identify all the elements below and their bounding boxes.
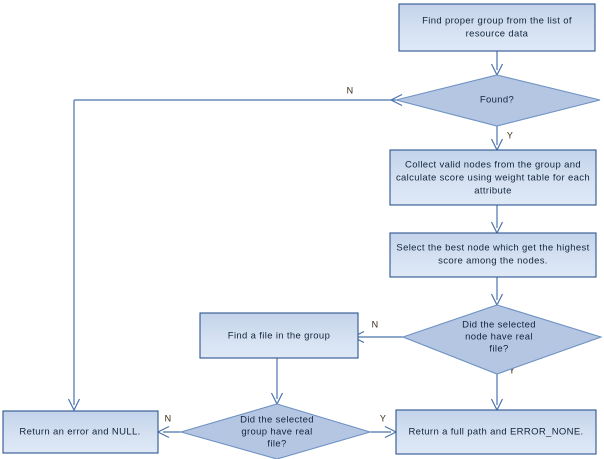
node-node-has-real-file-line3: file? xyxy=(489,344,508,355)
edge-label-found-no: N xyxy=(347,85,354,95)
node-select-best-node-line2: score among the nodes. xyxy=(438,256,548,267)
connector-collect-to-select xyxy=(490,205,504,235)
connector-groupdecision-yes-to-returnpath xyxy=(370,425,398,439)
node-return-full-path-shape xyxy=(395,409,597,455)
connector-nodedecision-no-to-findfile xyxy=(351,330,403,344)
connector-findgroup-to-found xyxy=(490,51,504,77)
connector-nodedecision-yes-to-returnpath xyxy=(490,374,504,412)
node-select-best-node[interactable]: Select the best node which get the highe… xyxy=(389,232,597,278)
edge-label-group-file-no: N xyxy=(165,413,172,423)
node-collect-valid-nodes-shape xyxy=(389,149,597,206)
connector-select-to-nodedecision xyxy=(490,277,504,307)
node-group-has-real-file-line2: group have real xyxy=(241,427,312,438)
connector-found-no-to-return-error xyxy=(67,93,403,412)
node-find-proper-group-line2: resource data xyxy=(466,29,529,40)
connector-groupdecision-no-to-returnerror xyxy=(156,425,181,439)
node-group-has-real-file-shape xyxy=(179,403,372,459)
connector-findfile-to-groupdecision xyxy=(270,358,284,406)
node-find-proper-group[interactable]: Find proper group from the list of resou… xyxy=(398,3,596,52)
node-return-full-path-label: Return a full path and ERROR_NONE. xyxy=(408,427,583,438)
node-node-has-real-file-line2: node have real xyxy=(465,332,533,343)
edge-label-found-yes: Y xyxy=(507,130,513,140)
edge-label-node-file-no: N xyxy=(372,319,379,329)
node-return-error[interactable]: Return an error and NULL. xyxy=(2,410,159,454)
node-node-has-real-file-decision[interactable]: Did the selected node have real file? xyxy=(401,304,603,375)
node-node-has-real-file-shape xyxy=(401,304,603,375)
node-collect-valid-nodes-line1: Collect valid nodes from the group and xyxy=(405,160,581,171)
node-group-has-real-file-line1: Did the selected xyxy=(240,415,314,426)
node-find-file-in-group-shape xyxy=(199,312,359,359)
node-find-file-in-group[interactable]: Find a file in the group xyxy=(199,312,359,359)
connector-found-to-collect xyxy=(490,126,504,152)
edge-label-group-file-yes: Y xyxy=(380,413,386,423)
node-found-decision-shape xyxy=(395,74,601,127)
node-collect-valid-nodes[interactable]: Collect valid nodes from the group and c… xyxy=(389,149,597,206)
node-node-has-real-file-line1: Did the selected xyxy=(462,320,536,331)
node-collect-valid-nodes-line3: attribute xyxy=(474,186,511,197)
edge-label-node-file-yes: Y xyxy=(509,365,515,375)
node-group-has-real-file-decision[interactable]: Did the selected group have real file? xyxy=(179,403,372,459)
node-return-error-label: Return an error and NULL. xyxy=(19,427,140,438)
node-collect-valid-nodes-line2: calculate score using weight table for e… xyxy=(396,173,590,184)
node-return-full-path[interactable]: Return a full path and ERROR_NONE. xyxy=(395,409,597,455)
node-find-proper-group-shape xyxy=(398,3,596,52)
node-return-error-shape xyxy=(2,410,159,454)
node-select-best-node-line1: Select the best node which get the highe… xyxy=(396,243,589,254)
node-find-file-in-group-label: Find a file in the group xyxy=(228,331,330,342)
node-found-decision-label: Found? xyxy=(480,95,514,106)
node-find-proper-group-line1: Find proper group from the list of xyxy=(422,16,572,27)
node-found-decision[interactable]: Found? xyxy=(395,74,601,127)
node-select-best-node-shape xyxy=(389,232,597,278)
node-group-has-real-file-line3: file? xyxy=(267,439,286,450)
